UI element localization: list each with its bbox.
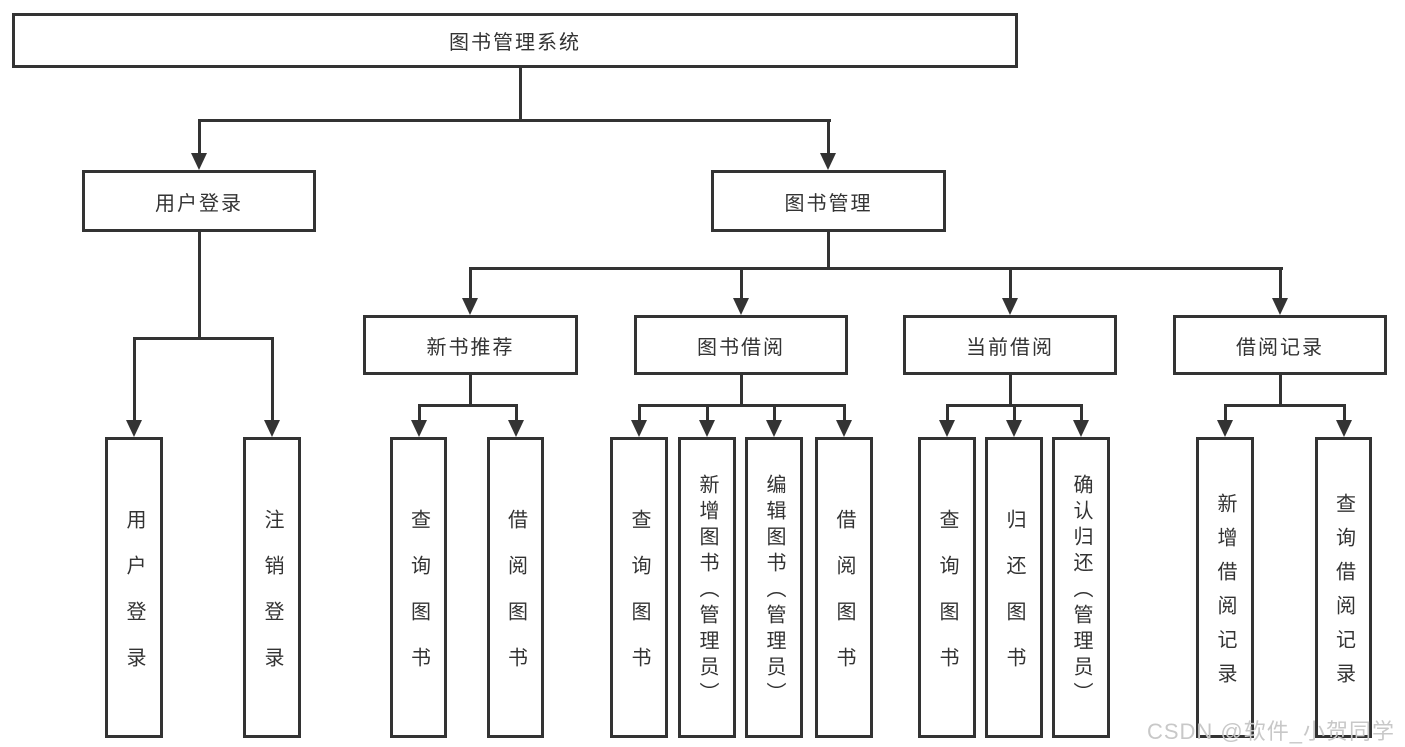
arrow-down-icon <box>699 420 715 437</box>
connector-leaf-stem <box>418 404 421 422</box>
connector-leaf-stem <box>1224 404 1227 422</box>
arrow-down-icon <box>1336 420 1352 437</box>
arrow-down-icon <box>508 420 524 437</box>
leaf-user-login: 用户登录 <box>105 437 163 738</box>
leaf-query-books-recommend: 查询图书 <box>390 437 447 738</box>
leaf-edit-books-admin-label: 编辑图书（管理员） <box>763 473 785 708</box>
arrow-down-icon <box>1073 420 1089 437</box>
connector-book-mgmt-stem <box>827 119 830 155</box>
arrow-down-icon <box>264 420 280 437</box>
connector-leaf-stem <box>1013 404 1016 422</box>
connector-leaf-stem <box>133 337 136 422</box>
node-book-borrow: 图书借阅 <box>634 315 848 375</box>
leaf-add-books-admin-label: 新增图书（管理员） <box>696 473 718 708</box>
node-book-management-label: 图书管理 <box>784 192 873 215</box>
leaf-query-borrow-record-label: 查询借阅记录 <box>1332 492 1355 697</box>
leaf-query-books-borrow: 查询图书 <box>610 437 668 738</box>
connector-leaf-stem <box>773 404 776 422</box>
leaf-query-books-label: 查询图书 <box>628 508 650 693</box>
node-current-borrow: 当前借阅 <box>903 315 1117 375</box>
connector-level3-stem <box>469 267 472 300</box>
leaf-borrow-books-label: 借阅图书 <box>833 508 855 693</box>
connector-leaf-stem <box>271 337 274 422</box>
arrow-down-icon <box>939 420 955 437</box>
connector-recommend-down <box>469 375 472 407</box>
arrow-down-icon <box>1002 298 1018 315</box>
leaf-logout-label: 注销登录 <box>261 508 283 693</box>
leaf-query-books-current: 查询图书 <box>918 437 976 738</box>
node-book-borrow-label: 图书借阅 <box>697 336 785 359</box>
arrow-down-icon <box>126 420 142 437</box>
node-user-login: 用户登录 <box>82 170 316 232</box>
node-borrow-records-label: 借阅记录 <box>1236 336 1324 359</box>
leaf-borrow-books-recommend: 借阅图书 <box>487 437 544 738</box>
leaf-borrow-books-label: 借阅图书 <box>504 508 527 693</box>
node-user-login-label: 用户登录 <box>155 192 243 215</box>
connector-leaf-stem <box>1080 404 1083 422</box>
connector-level3-stem <box>1279 267 1282 300</box>
arrow-down-icon <box>733 298 749 315</box>
connector-current-down <box>1009 375 1012 407</box>
arrow-down-icon <box>1272 298 1288 315</box>
node-new-book-recommend-label: 新书推荐 <box>426 336 515 359</box>
leaf-user-login-label: 用户登录 <box>123 508 145 693</box>
connector-records-down <box>1279 375 1282 407</box>
connector-borrow-rail <box>638 404 846 407</box>
connector-book-mgmt-rail <box>469 267 1283 270</box>
node-root-label: 图书管理系统 <box>449 32 581 54</box>
arrow-down-icon <box>411 420 427 437</box>
connector-leaf-stem <box>1343 404 1346 422</box>
node-new-book-recommend: 新书推荐 <box>363 315 578 375</box>
connector-root-rail <box>198 119 831 122</box>
arrow-down-icon <box>836 420 852 437</box>
arrow-down-icon <box>820 153 836 170</box>
node-root: 图书管理系统 <box>12 13 1018 68</box>
arrow-down-icon <box>191 153 207 170</box>
leaf-add-borrow-record: 新增借阅记录 <box>1196 437 1254 738</box>
connector-book-mgmt-down <box>827 232 830 270</box>
leaf-add-borrow-record-label: 新增借阅记录 <box>1214 492 1236 697</box>
leaf-borrow-books: 借阅图书 <box>815 437 873 738</box>
node-borrow-records: 借阅记录 <box>1173 315 1387 375</box>
connector-user-login-rail <box>133 337 274 340</box>
connector-records-rail <box>1224 404 1345 407</box>
leaf-return-books: 归还图书 <box>985 437 1043 738</box>
connector-level3-stem <box>1009 267 1012 300</box>
connector-leaf-stem <box>706 404 709 422</box>
connector-borrow-down <box>740 375 743 407</box>
leaf-confirm-return-admin-label: 确认归还（管理员） <box>1070 473 1092 708</box>
leaf-query-books-label: 查询图书 <box>936 508 958 693</box>
arrow-down-icon <box>462 298 478 315</box>
csdn-watermark: CSDN @软件_小贺同学 <box>1146 719 1395 744</box>
connector-leaf-stem <box>638 404 641 422</box>
connector-root-stem <box>519 67 522 122</box>
connector-recommend-rail <box>418 404 518 407</box>
leaf-logout: 注销登录 <box>243 437 301 738</box>
connector-leaf-stem <box>515 404 518 422</box>
arrow-down-icon <box>766 420 782 437</box>
arrow-down-icon <box>631 420 647 437</box>
connector-leaf-stem <box>843 404 846 422</box>
leaf-query-books-label: 查询图书 <box>407 508 430 693</box>
node-book-management: 图书管理 <box>711 170 946 232</box>
arrow-down-icon <box>1217 420 1233 437</box>
connector-leaf-stem <box>946 404 949 422</box>
connector-user-login-stem <box>198 119 201 155</box>
arrow-down-icon <box>1006 420 1022 437</box>
connector-level3-stem <box>740 267 743 300</box>
leaf-add-books-admin: 新增图书（管理员） <box>678 437 736 738</box>
node-current-borrow-label: 当前借阅 <box>966 336 1054 359</box>
leaf-confirm-return-admin: 确认归还（管理员） <box>1052 437 1110 738</box>
connector-user-login-down <box>198 232 201 340</box>
leaf-query-borrow-record: 查询借阅记录 <box>1315 437 1372 738</box>
leaf-edit-books-admin: 编辑图书（管理员） <box>745 437 803 738</box>
leaf-return-books-label: 归还图书 <box>1003 508 1025 693</box>
